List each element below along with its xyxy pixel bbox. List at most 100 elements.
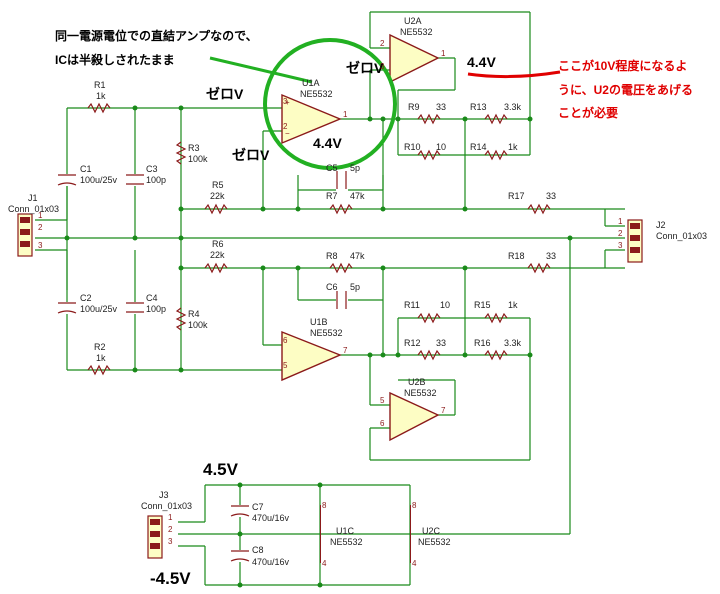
svg-text:5p: 5p <box>350 282 360 292</box>
svg-text:J3: J3 <box>159 490 169 500</box>
svg-text:100k: 100k <box>188 154 208 164</box>
svg-text:22k: 22k <box>210 250 225 260</box>
svg-text:5: 5 <box>380 396 385 405</box>
connector-j3 <box>147 515 163 559</box>
svg-text:R1: R1 <box>94 80 106 90</box>
svg-text:J1: J1 <box>28 193 38 203</box>
svg-text:2: 2 <box>38 223 43 232</box>
svg-text:C8: C8 <box>252 545 264 555</box>
svg-text:33: 33 <box>436 102 446 112</box>
svg-text:R10: R10 <box>404 142 421 152</box>
svg-text:Conn_01x03: Conn_01x03 <box>656 231 707 241</box>
opamp-u1b <box>281 330 342 382</box>
svg-text:7: 7 <box>441 406 446 415</box>
svg-text:3.3k: 3.3k <box>504 102 522 112</box>
connector-j2 <box>627 219 643 263</box>
svg-text:470u/16v: 470u/16v <box>252 513 290 523</box>
voltage-plus: 4.5V <box>203 460 239 479</box>
svg-text:R6: R6 <box>212 239 224 249</box>
svg-text:1k: 1k <box>96 91 106 101</box>
svg-text:1: 1 <box>168 513 173 522</box>
svg-text:1: 1 <box>343 110 348 119</box>
svg-text:1: 1 <box>38 211 43 220</box>
svg-text:4: 4 <box>322 559 327 568</box>
opamp-u2c <box>410 505 411 563</box>
svg-text:R12: R12 <box>404 338 421 348</box>
opamp-u1a <box>281 93 342 145</box>
note-line-1: 同一電源電位での直結アンプなので、 <box>55 28 258 43</box>
svg-text:NE5532: NE5532 <box>400 27 433 37</box>
red-note-line-1: ここが10V程度になるよ <box>558 58 687 73</box>
svg-text:NE5532: NE5532 <box>418 537 451 547</box>
svg-text:2: 2 <box>168 525 173 534</box>
svg-text:R17: R17 <box>508 191 525 201</box>
svg-text:U1C: U1C <box>336 526 355 536</box>
note-line-2: ICは半殺しされたまま <box>55 52 175 67</box>
svg-text:J2: J2 <box>656 220 666 230</box>
voltage-minus: -4.5V <box>150 569 191 588</box>
svg-text:U1B: U1B <box>310 317 328 327</box>
opamp-u1c <box>320 505 321 563</box>
svg-text:R13: R13 <box>470 102 487 112</box>
svg-text:C5: C5 <box>326 163 338 173</box>
svg-text:470u/16v: 470u/16v <box>252 557 290 567</box>
svg-text:5: 5 <box>283 361 288 370</box>
annotation-green-ellipse <box>263 38 397 170</box>
svg-text:7: 7 <box>343 346 348 355</box>
svg-text:C4: C4 <box>146 293 158 303</box>
resistor-symbols <box>87 102 551 376</box>
svg-text:R7: R7 <box>326 191 338 201</box>
svg-text:3: 3 <box>618 241 623 250</box>
svg-text:10: 10 <box>440 300 450 310</box>
svg-text:Conn_01x03: Conn_01x03 <box>141 501 192 511</box>
svg-text:C6: C6 <box>326 282 338 292</box>
voltage-u2a-out: 4.4V <box>467 54 496 70</box>
svg-text:C2: C2 <box>80 293 92 303</box>
red-note-line-2: うに、U2の電圧をあげる <box>558 82 693 97</box>
svg-text:5p: 5p <box>350 163 360 173</box>
svg-text:1k: 1k <box>96 353 106 363</box>
svg-text:C1: C1 <box>80 164 92 174</box>
svg-text:2: 2 <box>380 39 385 48</box>
svg-text:C7: C7 <box>252 502 264 512</box>
svg-text:R4: R4 <box>188 309 200 319</box>
svg-text:2: 2 <box>283 122 288 131</box>
svg-text:R16: R16 <box>474 338 491 348</box>
svg-text:6: 6 <box>283 336 288 345</box>
voltage-zero-1: ゼロV <box>206 86 244 102</box>
svg-text:R9: R9 <box>408 102 420 112</box>
svg-text:3.3k: 3.3k <box>504 338 522 348</box>
red-note-line-3: ことが必要 <box>558 105 618 120</box>
connector-j1 <box>17 213 33 257</box>
svg-text:8: 8 <box>412 501 417 510</box>
svg-text:100u/25v: 100u/25v <box>80 304 118 314</box>
svg-text:4: 4 <box>412 559 417 568</box>
svg-text:3: 3 <box>168 537 173 546</box>
labels: 同一電源電位での直結アンプなので、 ICは半殺しされたまま ここが10V程度にな… <box>8 16 707 588</box>
svg-text:R11: R11 <box>404 300 420 310</box>
svg-text:3: 3 <box>38 241 43 250</box>
svg-text:100p: 100p <box>146 304 166 314</box>
svg-text:3: 3 <box>380 62 385 71</box>
svg-text:1: 1 <box>441 49 446 58</box>
svg-text:47k: 47k <box>350 191 365 201</box>
svg-text:R5: R5 <box>212 180 224 190</box>
svg-text:U2C: U2C <box>422 526 441 536</box>
svg-text:47k: 47k <box>350 251 365 261</box>
svg-text:33: 33 <box>436 338 446 348</box>
opamp-u2b <box>389 391 440 442</box>
svg-text:+: + <box>285 98 290 107</box>
capacitor-symbols <box>57 170 348 562</box>
svg-text:3: 3 <box>283 97 288 106</box>
svg-text:Conn_01x03: Conn_01x03 <box>8 204 59 214</box>
svg-text:1: 1 <box>618 217 623 226</box>
svg-text:6: 6 <box>380 419 385 428</box>
voltage-zero-3: ゼロV <box>346 60 384 76</box>
svg-text:NE5532: NE5532 <box>404 388 437 398</box>
svg-text:10: 10 <box>436 142 446 152</box>
svg-text:100k: 100k <box>188 320 208 330</box>
svg-text:R14: R14 <box>470 142 487 152</box>
svg-text:100p: 100p <box>146 175 166 185</box>
